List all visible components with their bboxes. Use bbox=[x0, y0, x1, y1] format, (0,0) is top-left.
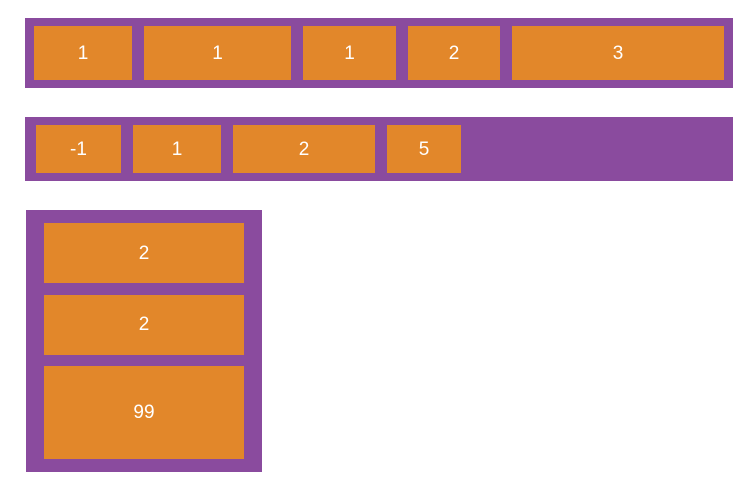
array-cell[interactable]: 1 bbox=[133, 125, 221, 173]
array-cell-label: 1 bbox=[77, 42, 89, 64]
array-cell-label: 2 bbox=[138, 314, 150, 335]
array-cell-label: 99 bbox=[133, 402, 155, 423]
array-cell-label: 2 bbox=[298, 138, 310, 160]
array-cell[interactable]: 2 bbox=[233, 125, 375, 173]
array-cell[interactable]: 2 bbox=[44, 223, 244, 283]
array-cell[interactable]: 1 bbox=[144, 26, 291, 80]
array-container-row-1: 1 1 1 2 3 bbox=[25, 18, 733, 88]
array-cell[interactable]: -1 bbox=[36, 125, 121, 173]
array-cell-label: -1 bbox=[70, 138, 87, 160]
array-cell[interactable]: 1 bbox=[303, 26, 396, 80]
array-cell[interactable]: 3 bbox=[512, 26, 724, 80]
array-cell[interactable]: 5 bbox=[387, 125, 461, 173]
array-cell-label: 2 bbox=[138, 242, 150, 264]
array-cell-label: 3 bbox=[612, 42, 624, 64]
array-container-row-2: -1 1 2 5 bbox=[25, 117, 733, 181]
array-cell-label: 1 bbox=[344, 42, 355, 64]
array-cell[interactable]: 1 bbox=[34, 26, 132, 80]
array-container-row-3: 2 2 99 bbox=[26, 210, 262, 472]
array-cell-label: 2 bbox=[448, 42, 460, 64]
array-cell-label: 5 bbox=[418, 138, 430, 160]
array-cell-label: 1 bbox=[171, 138, 183, 160]
array-cell[interactable]: 99 bbox=[44, 366, 244, 459]
array-cell[interactable]: 2 bbox=[44, 294, 244, 355]
array-cell-label: 1 bbox=[212, 42, 223, 64]
array-cell[interactable]: 2 bbox=[408, 26, 500, 80]
